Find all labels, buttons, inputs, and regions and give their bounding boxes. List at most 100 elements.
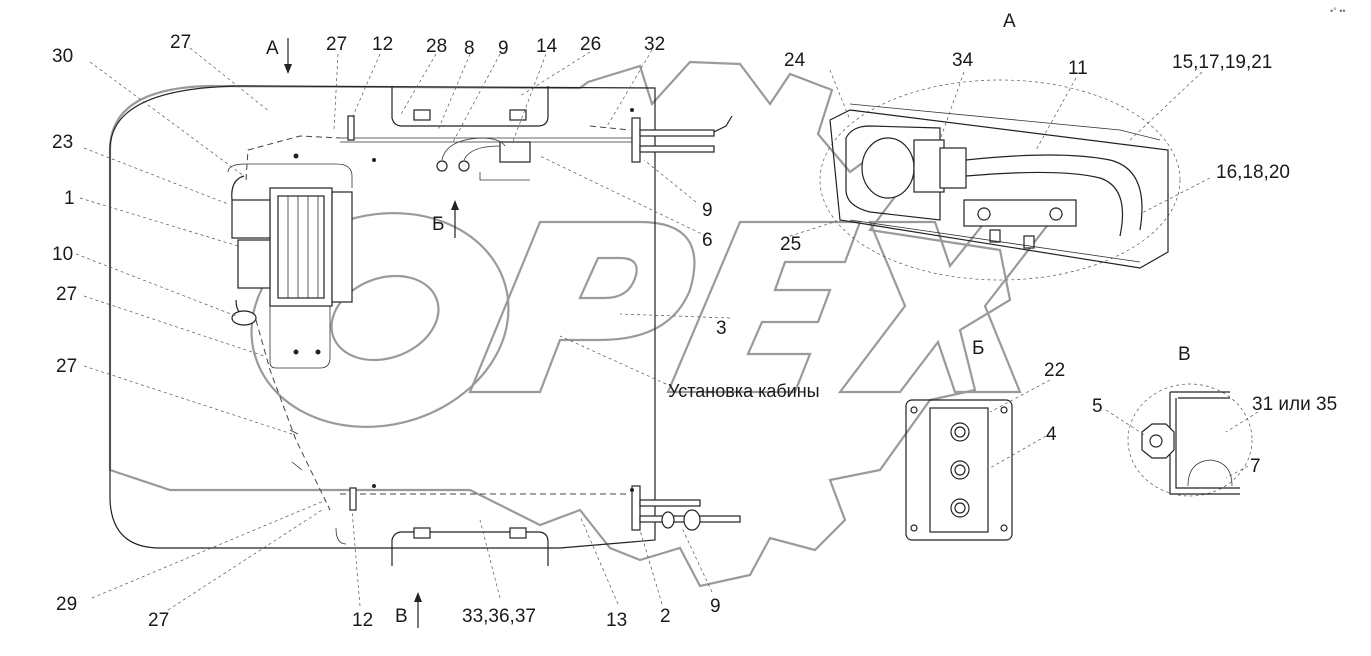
clip-bottom-loop — [335, 527, 347, 545]
clip-bottom — [349, 487, 357, 511]
callout-7: 7 — [1250, 456, 1261, 477]
bottom-hinge-left — [413, 527, 431, 539]
callout-16-18-20: 16,18,20 — [1216, 162, 1290, 183]
cab-plan-view — [109, 38, 741, 628]
view-a-hose-2 — [965, 171, 1124, 237]
callout-32: 32 — [644, 34, 665, 55]
callout-34: 34 — [952, 50, 974, 71]
callout-27: 27 — [148, 610, 169, 631]
callout-15-17-19-21: 15,17,19,21 — [1172, 52, 1272, 73]
callout-8: 8 — [464, 38, 475, 59]
bottom-window-frame — [391, 531, 549, 566]
corner-mark: •° •• — [1330, 6, 1346, 16]
view-a-hose-1 — [965, 154, 1143, 231]
callout-9: 9 — [710, 596, 721, 617]
watermark-letter-o-inner — [330, 274, 440, 362]
watermark-letter-x — [837, 220, 1053, 394]
callout-30: 30 — [52, 46, 73, 67]
callout-9: 9 — [702, 200, 713, 221]
view-label-b: Б — [432, 214, 444, 235]
callout-26: 26 — [580, 34, 601, 55]
bottom-bulkhead — [631, 485, 641, 531]
left-dashed-hose — [255, 319, 331, 511]
view-a-housing — [829, 109, 1169, 269]
view-arrow-v-head — [414, 592, 422, 602]
top-hinge-left — [413, 109, 431, 121]
detail-view-a — [819, 79, 1181, 281]
callout-12: 12 — [372, 34, 393, 55]
view-label-a: А — [266, 38, 279, 59]
callout-27: 27 — [56, 356, 77, 377]
heater-core — [277, 195, 325, 299]
detail-view-b-control-panel — [905, 399, 1013, 541]
callout-1: 1 — [64, 188, 75, 209]
view-a-fan-volute — [845, 125, 941, 221]
callout-3: 3 — [716, 318, 727, 339]
callout-27: 27 — [326, 34, 347, 55]
callout-14: 14 — [536, 36, 558, 57]
view-a-boundary — [819, 79, 1181, 281]
view-a-valve — [913, 139, 945, 193]
watermark-gear-outline — [108, 60, 1012, 588]
top-bulkhead — [631, 117, 641, 163]
callout-11: 11 — [1068, 58, 1088, 79]
callout-28: 28 — [426, 36, 447, 57]
view-label-v: В — [395, 606, 408, 627]
cab-floor-outline — [109, 85, 656, 549]
top-tube-end — [713, 115, 733, 133]
callout-24: 24 — [784, 50, 806, 71]
bottom-tube-1 — [639, 499, 701, 507]
bottom-nut-1 — [683, 509, 701, 531]
callout-25: 25 — [780, 234, 801, 255]
callout-10: 10 — [52, 244, 73, 265]
callout-12: 12 — [352, 610, 373, 631]
control-panel-plate — [905, 399, 1013, 541]
connector-right — [458, 160, 470, 172]
view-arrow-b-head — [451, 200, 459, 210]
top-tube-2 — [639, 145, 715, 153]
detail-view-v — [1127, 383, 1253, 497]
connector-left — [436, 160, 448, 172]
relay-block — [499, 141, 531, 163]
callout-5: 5 — [1092, 396, 1103, 417]
leader-lines — [75, 47, 1259, 611]
callout-labels: А А Б Б В В 27 27 12 28 8 9 14 26 32 24 … — [52, 6, 1346, 631]
view-a-block — [939, 147, 967, 189]
heater-valve — [237, 239, 271, 289]
top-tube-1 — [639, 129, 715, 137]
callout-4: 4 — [1046, 424, 1057, 445]
view-label-a-right: А — [1003, 11, 1016, 32]
view-v-boundary — [1127, 383, 1253, 497]
bottom-nut-2 — [661, 511, 675, 529]
callout-6: 6 — [702, 230, 713, 251]
watermark-letter-p — [468, 220, 696, 394]
watermark-letter-e — [666, 220, 862, 394]
heater-mount-frame-top — [227, 163, 353, 188]
top-window-frame — [391, 86, 549, 127]
drain-fitting — [231, 310, 257, 326]
clip-top — [347, 115, 355, 141]
callout-29: 29 — [56, 594, 77, 615]
bottom-hinge-right — [509, 527, 527, 539]
heater-motor — [231, 199, 271, 239]
callout-13: 13 — [606, 610, 627, 631]
callout-23: 23 — [52, 132, 73, 153]
callout-9: 9 — [498, 38, 509, 59]
heater-fan-housing — [331, 191, 353, 303]
drawing-caption: Установка кабины — [668, 381, 820, 401]
view-label-v-right: В — [1178, 344, 1191, 365]
callout-27: 27 — [170, 32, 191, 53]
callout-33-36-37: 33,36,37 — [462, 606, 536, 627]
view-v-seal — [1187, 459, 1233, 487]
callout-22: 22 — [1044, 360, 1065, 381]
callout-2: 2 — [660, 606, 671, 627]
callout-31-or-35: 31 или 35 — [1252, 394, 1337, 415]
heater-hose-top — [231, 175, 245, 201]
view-a-fan — [861, 137, 915, 199]
view-label-b-right: Б — [972, 338, 984, 359]
callout-27: 27 — [56, 284, 77, 305]
top-hinge-right — [509, 109, 527, 121]
watermark-letter-o-outer — [250, 212, 510, 428]
